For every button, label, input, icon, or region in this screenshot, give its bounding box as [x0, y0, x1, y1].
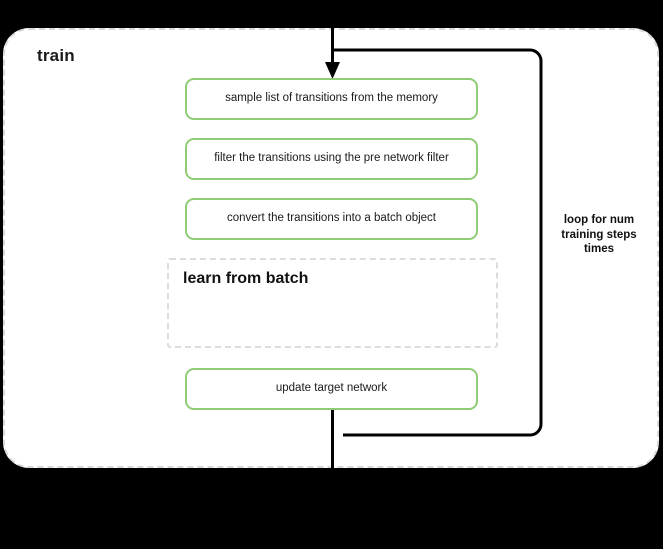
step-label: update target network	[275, 382, 388, 395]
step-label: filter the transitions using the pre net…	[214, 152, 449, 165]
step-box-filter[interactable]: filter the transitions using the pre net…	[185, 138, 478, 180]
step-box-update-target-network[interactable]: update target network	[185, 368, 478, 410]
step-box-convert[interactable]: convert the transitions into a batch obj…	[185, 198, 478, 240]
step-label: sample list of transitions from the memo…	[225, 92, 438, 105]
step-label: convert the transitions into a batch obj…	[226, 212, 437, 225]
page-title: train	[37, 46, 75, 65]
step-box-sample[interactable]: sample list of transitions from the memo…	[185, 78, 478, 120]
learn-from-batch-title: learn from batch	[183, 270, 309, 287]
learn-from-batch-block[interactable]: learn from batch	[167, 258, 498, 348]
loop-caption: loop for num training steps times	[561, 214, 637, 256]
